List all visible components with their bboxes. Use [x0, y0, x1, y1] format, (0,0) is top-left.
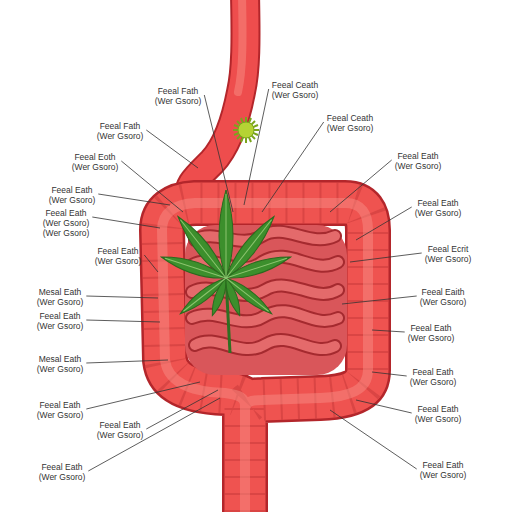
- part-label: (Wer Gsoro): [155, 96, 202, 106]
- leader-line: [372, 372, 407, 376]
- leader-line: [330, 410, 417, 469]
- part-label: (Wer Gsoro): [425, 254, 472, 264]
- part-label: Feeal Eath: [408, 323, 455, 333]
- part-label: (Wer Gsoro): [37, 321, 84, 331]
- leader-line: [146, 130, 198, 168]
- leader-line: [98, 194, 170, 205]
- part-label: Feeal Ceath: [272, 80, 319, 90]
- callout-label: Feeal Ceath(Wer Gsoro): [327, 113, 374, 133]
- part-label: (Wer Gsoro): [37, 364, 84, 374]
- part-label: (Wer Gsoro): [420, 297, 467, 307]
- callout-label: Feeal Ceath(Wer Gsoro): [272, 80, 319, 100]
- callout-label: Feeal Eath(Wer Gsoro): [49, 185, 96, 205]
- part-label: (Wer Gsoro): [408, 333, 455, 343]
- callout-label: Feeal Eath(Wer Gsoro): [97, 420, 144, 440]
- part-label: Feeal Ceath: [327, 113, 374, 123]
- leader-line: [92, 217, 160, 228]
- part-label: Mesal Eath: [37, 354, 84, 364]
- leader-line: [144, 255, 158, 272]
- leader-line: [244, 89, 269, 205]
- part-label: Feeal Eath: [49, 185, 96, 195]
- callout-label: Feeal Eath(Wer Gsoro): [395, 151, 442, 171]
- callout-label: Feeal Eath(Wer Gsoro): [410, 367, 457, 387]
- part-label: (Wer Gsoro): [39, 472, 86, 482]
- part-label: (Wer Gsoro): [37, 410, 84, 420]
- leader-line: [330, 160, 392, 212]
- part-label: Mesal Eath: [37, 287, 84, 297]
- part-label: Feeal Eath: [95, 246, 142, 256]
- part-label: (Wer Gsoro): [49, 195, 96, 205]
- part-label: (Wer Gsoro): [410, 377, 457, 387]
- callout-label: Feeal Eath(Wer Gsoro): [37, 400, 84, 420]
- leader-line: [88, 398, 220, 471]
- leader-line: [372, 330, 405, 332]
- leader-line: [356, 207, 412, 240]
- callout-label: Feeal Eaith(Wer Gsoro): [420, 287, 467, 307]
- callout-label: Feeal Fath(Wer Gsoro): [97, 121, 144, 141]
- part-label: (Wer Gsoro): [272, 90, 319, 100]
- part-label: Feeal Eath: [43, 208, 90, 218]
- callout-label: Feeal Eath(Wer Gsoro): [95, 246, 142, 266]
- leader-line: [86, 382, 200, 409]
- part-label: Feeal Eath: [37, 311, 84, 321]
- callout-label: Feeal Eath(Wer Gsoro): [39, 462, 86, 482]
- part-label: Feeal Ecrit: [425, 244, 472, 254]
- leader-line: [86, 296, 158, 298]
- part-label: Feeal Eaith: [420, 287, 467, 297]
- part-label: (Wer Gsoro): [43, 228, 90, 238]
- callout-label: Feeal Eath(Wer Gsoro): [408, 323, 455, 343]
- callout-label: Mesal Eath(Wer Gsoro): [37, 287, 84, 307]
- callout-label: Feeal Eath(Wer Gsoro): [37, 311, 84, 331]
- part-label: (Wer Gsoro): [97, 430, 144, 440]
- callout-label: Feeal Eath(Wer Gsoro): [415, 404, 462, 424]
- leader-line: [86, 360, 168, 363]
- callout-label: Feeal Eath(Wer Gsoro): [420, 460, 467, 480]
- leader-line: [342, 296, 417, 304]
- callout-label: Mesal Eath(Wer Gsoro): [37, 354, 84, 374]
- callout-label: Feeal Eath(Wer Gsoro): [415, 198, 462, 218]
- part-label: (Wer Gsoro): [420, 470, 467, 480]
- part-label: (Wer Gsoro): [72, 162, 119, 172]
- leader-line: [86, 320, 160, 322]
- part-label: Feeal Eath: [410, 367, 457, 377]
- leader-line: [204, 95, 233, 212]
- part-label: (Wer Gsoro): [415, 208, 462, 218]
- leader-line: [146, 390, 218, 429]
- part-label: Feeal Eath: [395, 151, 442, 161]
- part-label: (Wer Gsoro): [395, 161, 442, 171]
- leader-line: [121, 161, 183, 212]
- part-label: Feeal Fath: [97, 121, 144, 131]
- part-label: Feeal Eath: [39, 462, 86, 472]
- callout-label: Feeal Ecrit(Wer Gsoro): [425, 244, 472, 264]
- part-label: (Wer Gsoro): [415, 414, 462, 424]
- leader-line: [350, 253, 422, 262]
- callout-label: Feeal Eath(Wer Gsoro)(Wer Gsoro): [43, 208, 90, 238]
- part-label: Feeal Eath: [420, 460, 467, 470]
- part-label: (Wer Gsoro): [43, 218, 90, 228]
- part-label: Feeal Eath: [415, 404, 462, 414]
- part-label: Feeal Eath: [415, 198, 462, 208]
- part-label: (Wer Gsoro): [95, 256, 142, 266]
- part-label: (Wer Gsoro): [37, 297, 84, 307]
- part-label: Feeal Eoth: [72, 152, 119, 162]
- callout-label: Feeal Fath(Wer Gsoro): [155, 86, 202, 106]
- leader-line: [262, 122, 324, 212]
- callout-label: Feeal Eoth(Wer Gsoro): [72, 152, 119, 172]
- part-label: Feeal Eath: [97, 420, 144, 430]
- part-label: Feeal Eath: [37, 400, 84, 410]
- part-label: Feeal Fath: [155, 86, 202, 96]
- leader-line: [356, 400, 412, 413]
- part-label: (Wer Gsoro): [327, 123, 374, 133]
- part-label: (Wer Gsoro): [97, 131, 144, 141]
